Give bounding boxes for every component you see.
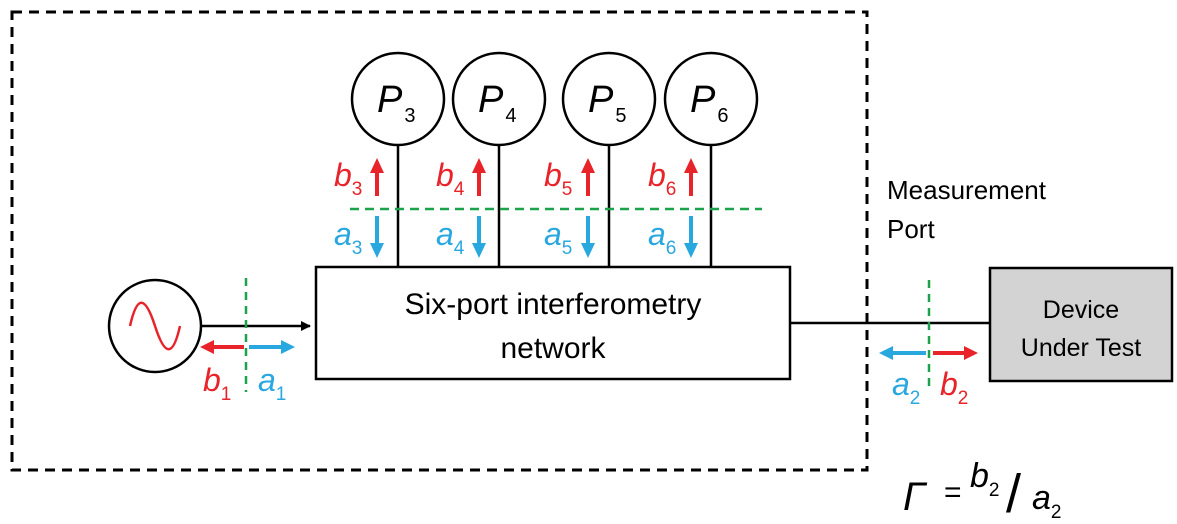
dut-label-line2: Under Test xyxy=(1021,334,1141,362)
b3-label: b3 xyxy=(334,157,362,200)
a1-label: a1 xyxy=(258,362,286,405)
measurement-port-label-line2: Port xyxy=(887,214,935,244)
detector-p5 xyxy=(561,51,657,147)
a3-label: a3 xyxy=(334,216,362,259)
formula-denominator: a2 xyxy=(1032,479,1062,523)
b6-label: b6 xyxy=(648,157,676,200)
detector-p3 xyxy=(350,51,446,147)
detector-p6 xyxy=(663,51,759,147)
detector-b6-arrow xyxy=(684,158,698,196)
b4-label: b4 xyxy=(436,157,465,200)
a4-label: a4 xyxy=(436,216,465,259)
a5-label: a5 xyxy=(544,216,572,259)
network-title-line2: network xyxy=(500,332,606,365)
sine-wave-icon xyxy=(128,301,182,351)
detector-b4-arrow xyxy=(472,158,486,196)
formula-slash: / xyxy=(1006,464,1021,524)
detector-a6-arrow xyxy=(684,216,698,258)
b2-label: b2 xyxy=(940,366,968,409)
dut-label-line1: Device xyxy=(1043,296,1119,324)
a6-label: a6 xyxy=(648,216,676,259)
detector-a4-arrow xyxy=(472,216,486,258)
detector-a3-arrow xyxy=(370,216,384,258)
detector-p4 xyxy=(451,51,547,147)
a2-label: a2 xyxy=(892,366,920,409)
reflection-coefficient-formula: Γ = b2 / a2 xyxy=(903,457,1062,524)
six-port-network-box xyxy=(314,265,792,381)
detector-b5-arrow xyxy=(581,158,595,196)
equals-sign: = xyxy=(944,476,962,509)
b1-label: b1 xyxy=(203,362,231,405)
port1-a-arrow xyxy=(249,340,295,354)
b5-label: b5 xyxy=(544,157,572,200)
measurement-port-label-line1: Measurement xyxy=(887,175,1047,205)
port1-b-arrow xyxy=(200,340,244,354)
formula-numerator: b2 xyxy=(970,457,1000,501)
port2-a-arrow xyxy=(879,346,926,360)
port2-b-arrow xyxy=(933,346,978,360)
device-under-test-box xyxy=(988,266,1174,383)
detector-a5-arrow xyxy=(581,216,595,258)
detector-b3-arrow xyxy=(370,158,384,196)
system-boundary xyxy=(10,10,869,472)
gamma-symbol: Γ xyxy=(903,475,928,519)
signal-source xyxy=(107,278,203,374)
network-title-line1: Six-port interferometry xyxy=(405,288,702,321)
